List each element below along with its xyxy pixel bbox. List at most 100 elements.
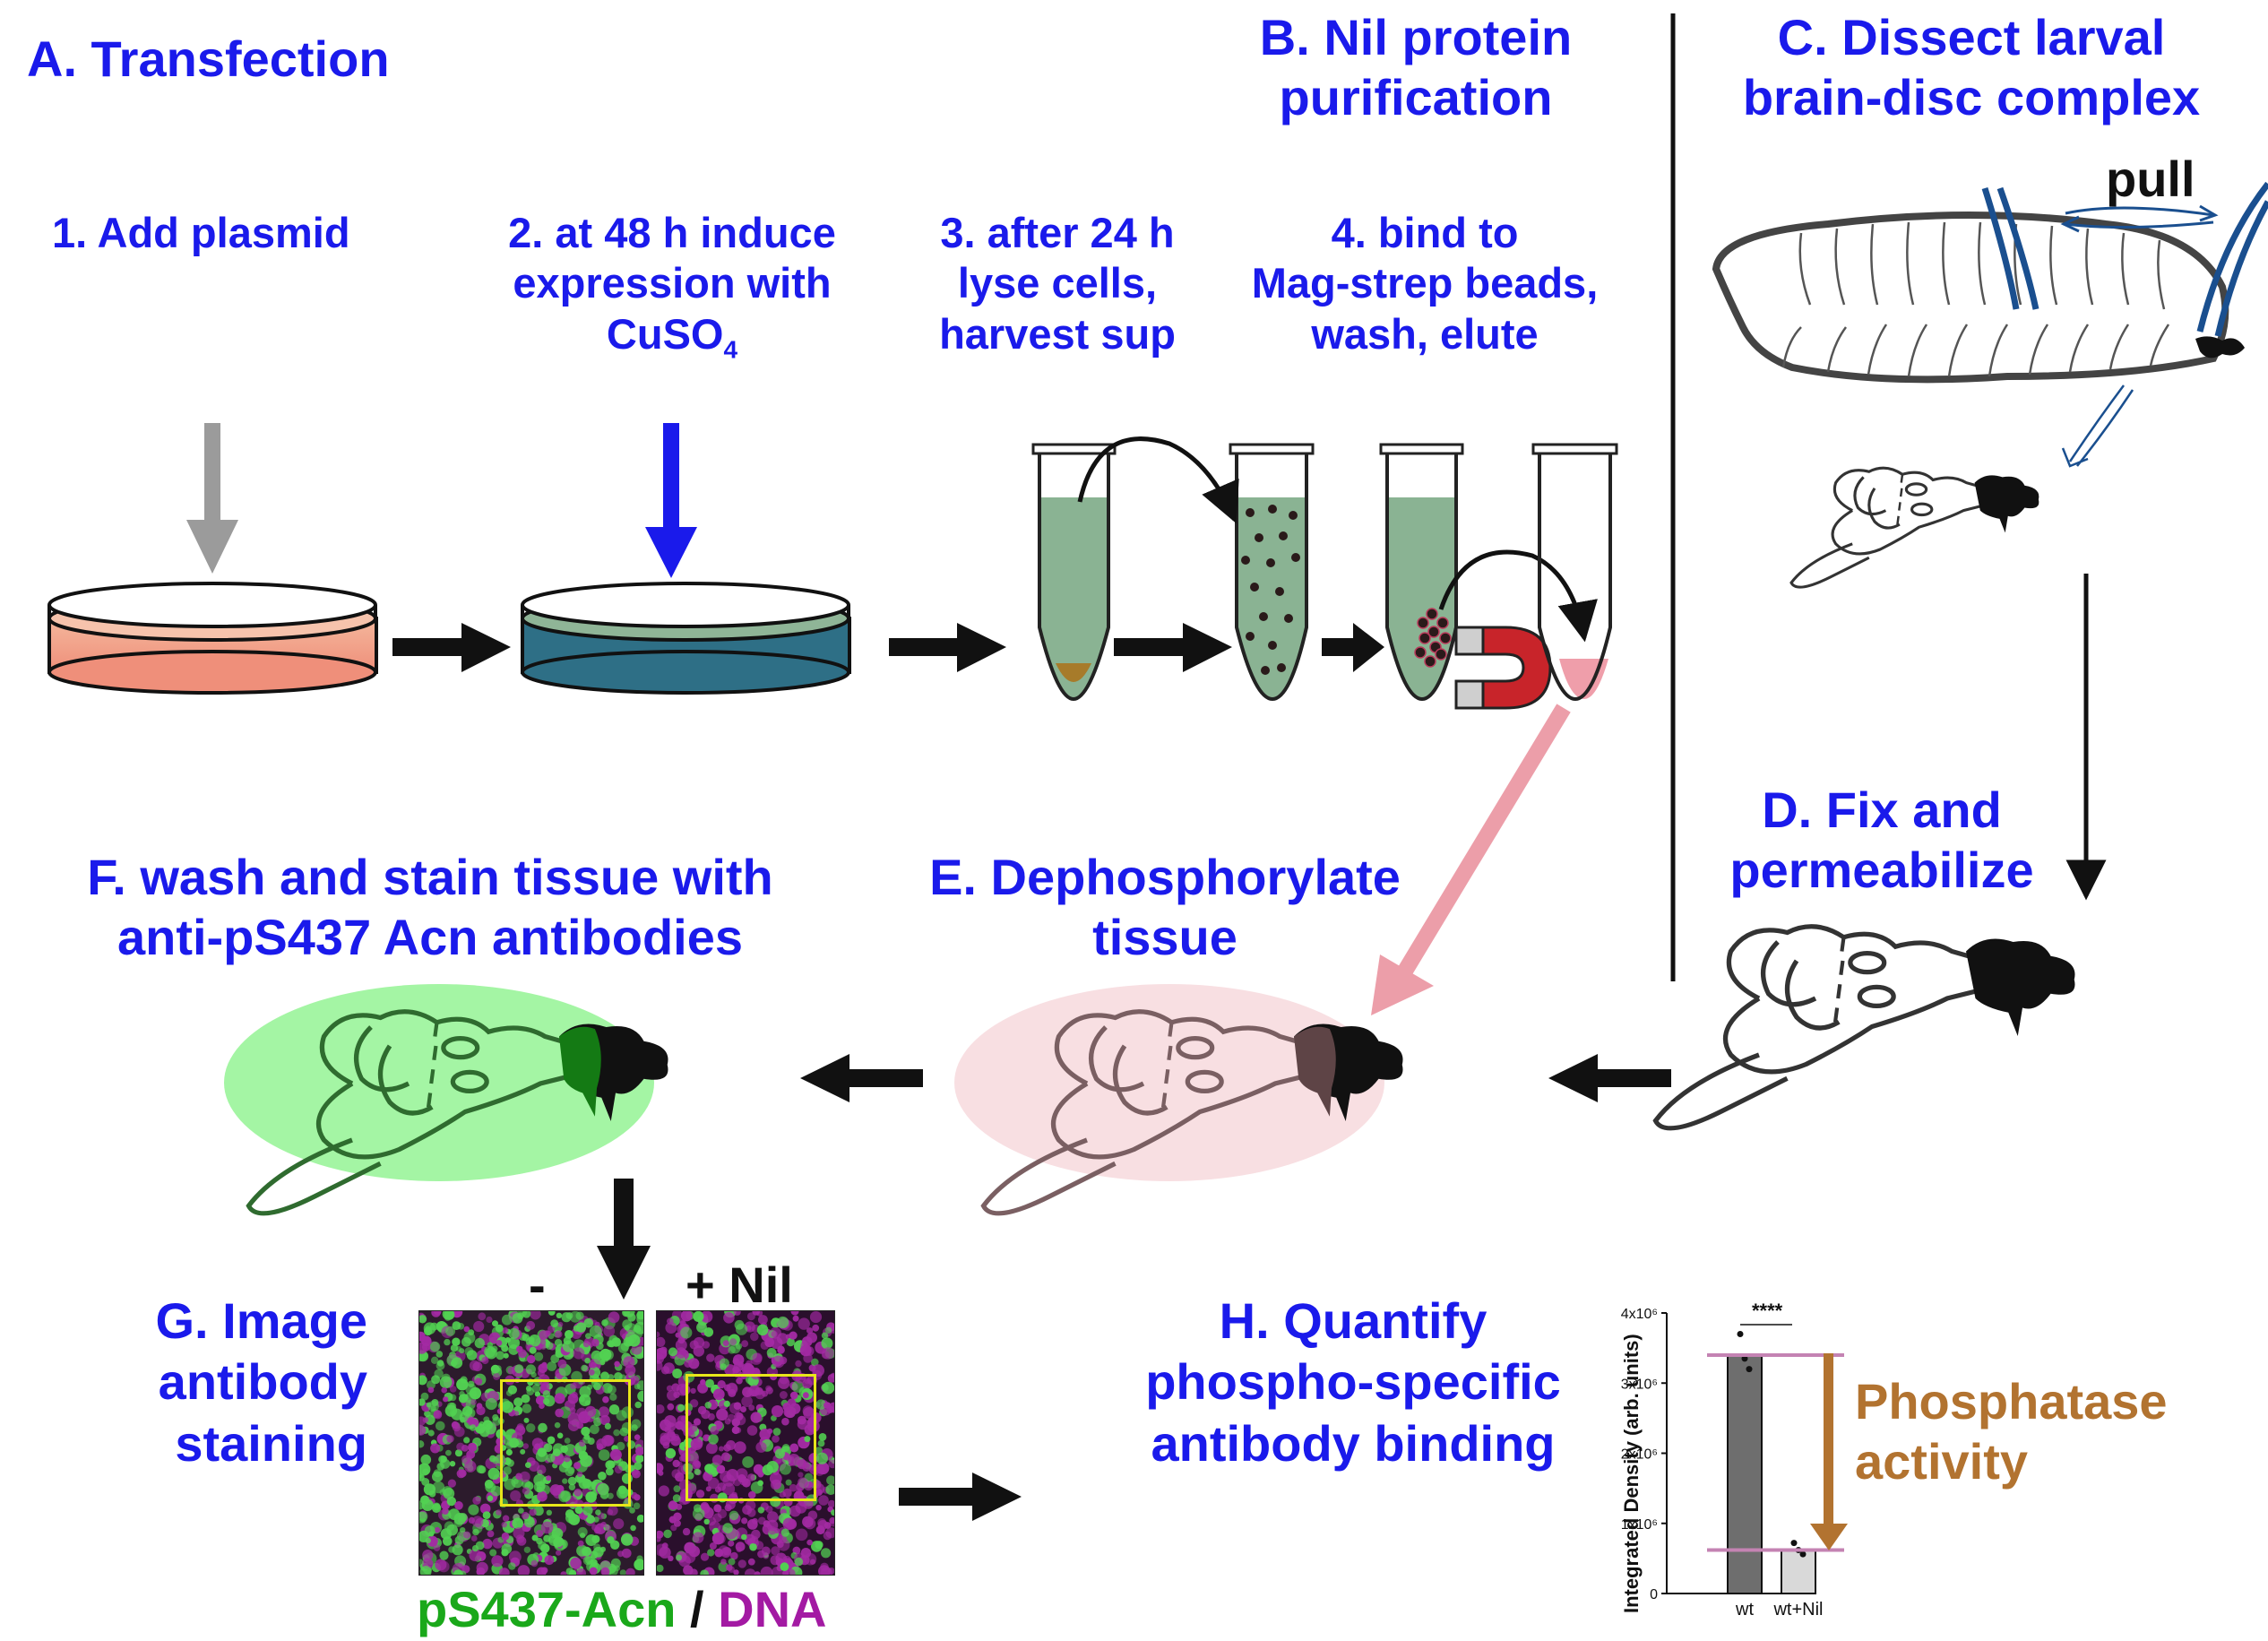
cell-nucleus [443,1536,453,1546]
cell-nucleus [682,1527,691,1536]
cell-nucleus [620,1533,634,1546]
step-2-label: 2. at 48 h induce expression with CuSO4 [475,208,869,365]
cell-nucleus [693,1311,704,1322]
step-2-line3: CuSO4 [475,309,869,365]
cell-nucleus [573,1325,580,1332]
cell-nucleus [677,1403,686,1412]
cell-nucleus [790,1311,799,1316]
step-3-line3: harvest sup [939,309,1176,358]
cell-nucleus [463,1437,470,1444]
cell-nucleus [515,1473,522,1481]
cell-nucleus [522,1487,530,1495]
cell-nucleus [503,1352,509,1359]
cell-nucleus [803,1353,813,1363]
cell-nucleus [514,1438,522,1446]
cell-nucleus [660,1346,668,1354]
chart-significance: **** [1752,1300,1783,1322]
brain-disc-small [1789,466,2039,589]
cell-nucleus [461,1336,471,1347]
brain-outline-top [1833,466,1987,512]
cell-nucleus [465,1408,476,1419]
cell-nucleus [663,1529,672,1539]
cell-nucleus [711,1533,724,1545]
cell-nucleus [607,1340,614,1347]
title-b-line1: B. Nil protein [1259,9,1573,65]
nerve-tail [1652,1052,1789,1131]
cell-nucleus [472,1496,481,1505]
cell-nucleus [577,1526,588,1537]
cell-nucleus [430,1356,439,1364]
cell-nucleus [692,1507,705,1520]
cell-nucleus [631,1419,642,1429]
cell-nucleus [734,1319,745,1330]
cell-nucleus [686,1430,695,1439]
eye-disc-2 [1185,1069,1224,1094]
cell-nucleus [815,1399,826,1410]
horseshoe-magnet [1454,626,1552,710]
blue-down-arrow [645,423,697,578]
cell-nucleus [700,1501,710,1511]
cell-nucleus [802,1392,809,1399]
cell-nucleus [722,1523,733,1533]
cell-nucleus [509,1550,522,1564]
cell-nucleus [774,1448,785,1459]
cell-nucleus [815,1452,828,1464]
cell-nucleus [454,1449,463,1457]
cell-nucleus [444,1338,451,1346]
tube-lysate [1031,443,1117,702]
tube-eluate [1531,443,1618,702]
cell-nucleus [530,1311,541,1320]
arrow-dish-to-tube [889,623,1006,672]
cell-nucleus [693,1418,702,1426]
cell-nucleus [593,1417,602,1427]
cell-nucleus [720,1363,727,1370]
cell-nucleus [798,1472,804,1478]
title-d-line2: permeabilize [1729,842,2034,899]
cell-nucleus [664,1415,677,1428]
cell-nucleus [812,1324,820,1332]
cell-nucleus [759,1429,772,1440]
cell-nucleus [421,1343,431,1352]
cell-nucleus [629,1375,640,1386]
cell-nucleus [445,1449,452,1456]
cell-nucleus [724,1418,731,1425]
cell-nucleus [578,1450,589,1461]
title-h-line2: phospho-specific [1145,1353,1561,1411]
cell-nucleus [637,1390,643,1402]
cell-nucleus [498,1568,510,1575]
cell-nucleus [512,1313,523,1324]
cell-nucleus [673,1512,682,1521]
cell-nucleus [608,1311,620,1324]
cell-nucleus [546,1453,556,1463]
cell-nucleus [536,1530,544,1537]
pull-label: pull [2106,151,2195,207]
cell-nucleus [720,1559,727,1565]
ventral-dots [1896,474,1904,525]
cell-nucleus [419,1463,431,1476]
cell-nucleus [517,1565,530,1575]
cell-nucleus [508,1344,520,1355]
nerve-tail [980,1137,1117,1216]
cell-nucleus [427,1429,435,1437]
cell-nucleus [424,1410,431,1418]
cell-nucleus [554,1421,561,1429]
cell-nucleus [785,1479,792,1486]
cell-nucleus [771,1331,778,1338]
brain-lobe-left [1089,1025,1145,1093]
step-4-line3: wash, elute [1311,309,1539,358]
phosphatase-arrow [1810,1353,1848,1550]
cell-nucleus [710,1425,720,1436]
cell-nucleus [600,1567,610,1575]
cell-nucleus [690,1438,703,1450]
cell-nucleus [667,1317,674,1326]
cell-nucleus [419,1398,426,1406]
cell-nucleus [697,1382,709,1394]
cell-nucleus [700,1378,706,1386]
brain-disc-fixed [1652,924,2075,1131]
brain-disc-pink [980,1009,1403,1216]
cell-nucleus [736,1546,742,1553]
cell-nucleus [552,1448,561,1456]
cell-nucleus [616,1441,625,1451]
curved-arrow-elute [1438,549,1598,643]
roi-box-minus [500,1379,631,1507]
